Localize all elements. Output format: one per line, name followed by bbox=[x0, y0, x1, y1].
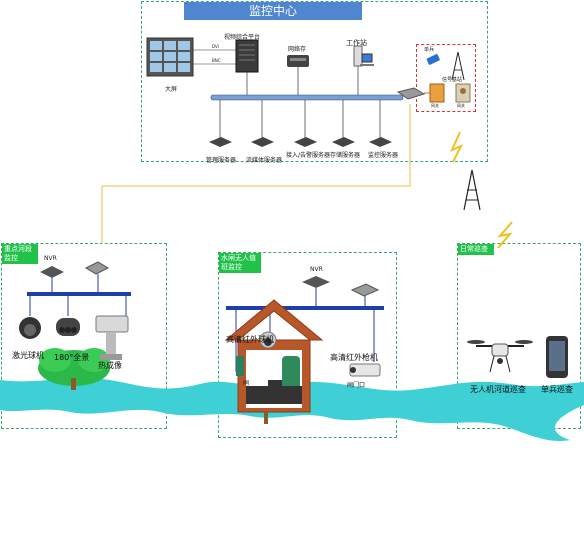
gate-panel-icon bbox=[236, 356, 244, 376]
panoramic-camera-icon bbox=[56, 318, 80, 336]
lightning-bolt-2 bbox=[497, 221, 513, 249]
dvi-port-label: DVI bbox=[212, 44, 219, 49]
server-icons bbox=[209, 100, 392, 147]
left-bus bbox=[27, 292, 131, 296]
monitoring-center-zone bbox=[141, 1, 488, 162]
nas-icon bbox=[287, 55, 309, 67]
video-platform-icon bbox=[235, 39, 259, 73]
nas-label: 网络存 bbox=[288, 46, 307, 53]
video-platform-label: 视频综合平台 bbox=[224, 34, 261, 41]
monitoring-center-title: 监控中心 bbox=[184, 2, 362, 20]
big-screen-icon bbox=[146, 37, 194, 77]
server-label-3: 接入/告警服务器 bbox=[286, 152, 331, 159]
hd-dome-camera-icon bbox=[259, 331, 277, 349]
center-bus bbox=[210, 94, 404, 101]
tower-icon bbox=[451, 51, 465, 81]
hd-bullet-camera-icon bbox=[349, 363, 381, 377]
wireless-gateway-box bbox=[416, 44, 476, 112]
server-label-1: 管理服务器 bbox=[206, 157, 237, 164]
bnc-port-label: BNC bbox=[212, 58, 221, 63]
mid-switch-icon bbox=[350, 283, 380, 297]
river-zone-tag: 重点河段监控 bbox=[2, 244, 38, 264]
phone-icon bbox=[546, 336, 568, 378]
mid-nvr-label: NVR bbox=[310, 266, 323, 273]
sluice-zone: 水闸无人值班监控 bbox=[218, 252, 397, 438]
workstation-label: 工作站 bbox=[346, 39, 367, 47]
phone-gateway-icon bbox=[426, 54, 440, 65]
left-nvr-label: NVR bbox=[44, 255, 57, 262]
center-switch-icon bbox=[396, 87, 426, 100]
river-zone: 重点河段监控 bbox=[1, 243, 167, 429]
laser-dome-label: 激光球机 bbox=[12, 351, 44, 360]
server-label-2: 流媒体服务器 bbox=[246, 157, 283, 164]
gate-motor-icon bbox=[246, 356, 302, 404]
wireless-label: 单兵 bbox=[424, 47, 435, 53]
gateway-2-label: 网关 bbox=[457, 103, 465, 108]
hd-dome-label: 高清红外球机 bbox=[226, 335, 274, 344]
gateway-1-label: 网关 bbox=[431, 103, 439, 108]
laser-dome-camera-icon bbox=[19, 317, 41, 339]
relay-tower-icon bbox=[463, 169, 481, 211]
hd-bullet-label: 高清红外枪机 bbox=[330, 353, 378, 362]
panoramic-label: 180°全景 bbox=[54, 353, 90, 362]
drone-icon bbox=[467, 340, 533, 373]
left-nvr-icon bbox=[40, 266, 64, 278]
patrol-zone-tag: 日常巡查 bbox=[458, 244, 494, 255]
workstation-icon bbox=[353, 45, 374, 67]
drone-label: 无人机河道巡查 bbox=[470, 385, 526, 394]
sluice-zone-tag: 水闸无人值班监控 bbox=[219, 253, 261, 273]
base-station-label: 信号基站 bbox=[442, 77, 463, 83]
tree-icon bbox=[38, 348, 110, 390]
server-label-4: 存储服务器 bbox=[330, 152, 361, 159]
server-label-5: 监控服务器 bbox=[368, 152, 399, 159]
fiber-link bbox=[101, 104, 411, 244]
door-label: 闸门口 bbox=[347, 382, 366, 389]
mid-bus bbox=[226, 306, 384, 310]
big-screen-label: 大屏 bbox=[165, 86, 178, 93]
gateway-device-2-icon bbox=[455, 83, 471, 103]
thermal-camera-icon bbox=[95, 315, 129, 360]
soldier-label: 单兵巡查 bbox=[541, 385, 573, 394]
left-switch-icon bbox=[84, 261, 110, 275]
mid-post bbox=[264, 412, 268, 424]
lightning-bolt-1 bbox=[450, 131, 464, 163]
thermal-label: 热成像 bbox=[98, 361, 122, 370]
mid-nvr-icon bbox=[302, 276, 330, 288]
gate-label: 闸 bbox=[243, 380, 250, 387]
gateway-device-1-icon bbox=[429, 83, 445, 103]
